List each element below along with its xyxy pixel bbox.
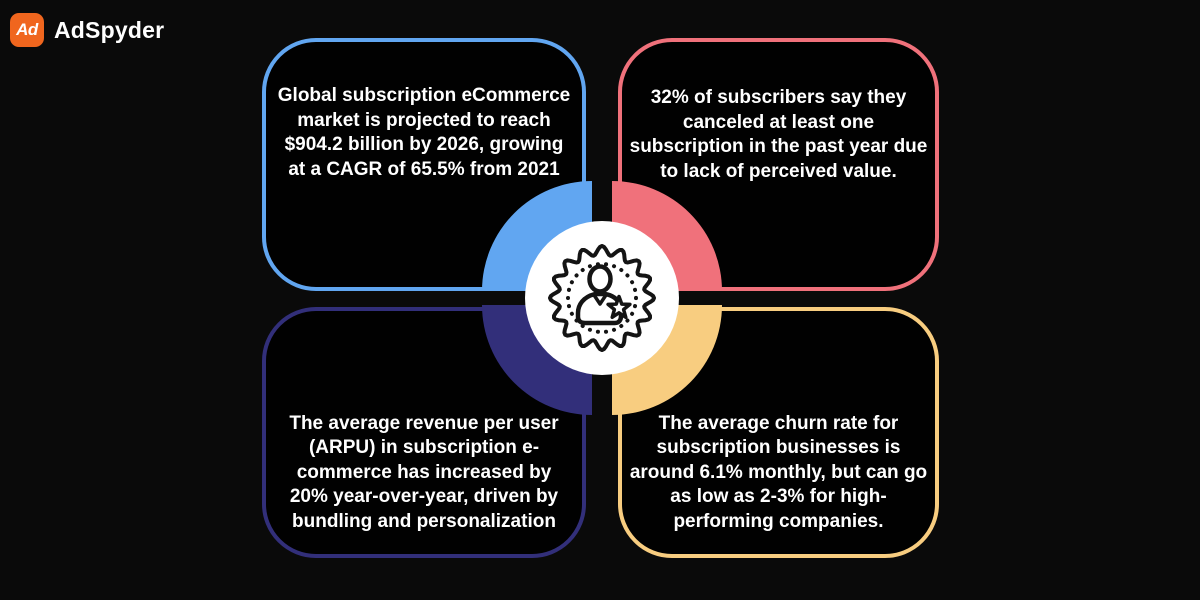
stat-text-line: market is projected to reach xyxy=(297,109,551,131)
stat-text-line: performing companies. xyxy=(673,510,884,532)
stat-text-line: 20% year-over-year, driven by xyxy=(289,486,559,507)
stat-text-line: The average revenue per user xyxy=(289,412,559,434)
stat-card-top-left: Global subscription eCommerce market is … xyxy=(262,38,586,291)
adspyder-logo: Ad AdSpyder xyxy=(10,13,164,47)
stat-text-line: to lack of perceived value. xyxy=(660,160,897,182)
stat-text-line: subscription in the past year due xyxy=(629,136,928,157)
stat-text-line: subscription businesses is xyxy=(656,437,901,458)
adspyder-logo-mark: Ad xyxy=(10,13,44,47)
stat-text-line: commerce has increased by xyxy=(296,461,552,483)
adspyder-logo-text: AdSpyder xyxy=(54,16,165,43)
stat-text: The average revenue per user (ARPU) in s… xyxy=(289,412,558,535)
subscriber-badge-icon xyxy=(548,244,656,352)
stat-text-line: 32% of subscribers say they xyxy=(650,87,907,108)
stat-text-line: Global subscription eCommerce xyxy=(277,85,571,106)
stat-text-line: at a CAGR of 65.5% from 2021 xyxy=(288,158,560,180)
stat-text: Global subscription eCommerce market is … xyxy=(278,84,570,182)
stat-text-line: canceled at least one xyxy=(682,111,875,133)
stat-text-line: (ARPU) in subscription e- xyxy=(308,437,540,458)
stat-text-line: around 6.1% monthly, but can go xyxy=(629,461,928,483)
stat-text-line: bundling and personalization xyxy=(292,510,556,532)
stat-text-line: $904.2 billion by 2026, growing xyxy=(284,134,564,155)
stat-text: 32% of subscribers say they canceled at … xyxy=(630,86,928,184)
stat-text-line: The average churn rate for xyxy=(658,412,899,434)
stat-text: The average churn rate for subscription … xyxy=(630,412,927,535)
stat-text-line: as low as 2-3% for high- xyxy=(670,486,887,507)
